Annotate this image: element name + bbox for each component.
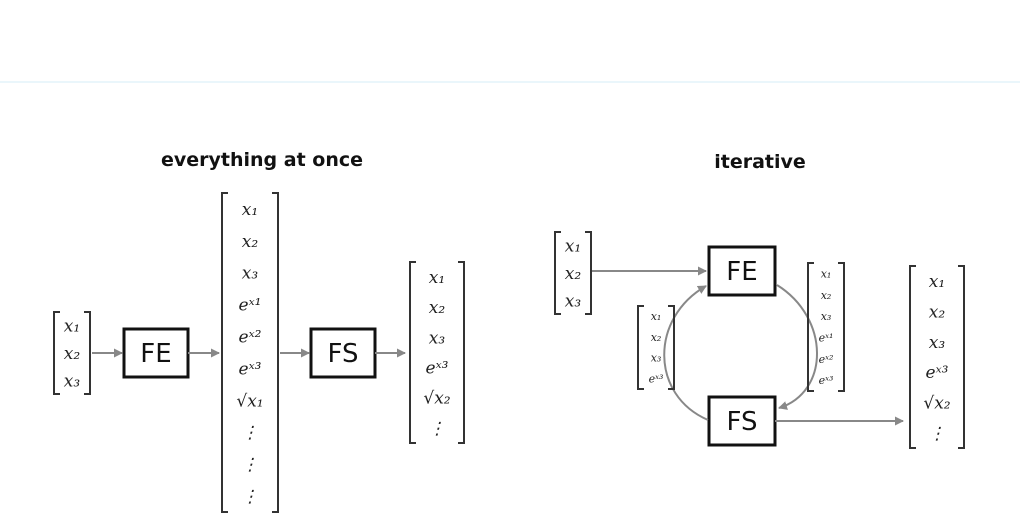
vector-bracket-right	[458, 261, 465, 444]
right-fs-box: FS	[707, 395, 777, 447]
vector-bracket-right	[585, 231, 592, 315]
vector-entry: x₂	[565, 264, 582, 284]
left-fs-label: FS	[327, 339, 358, 369]
vector-entry: eˣ¹	[819, 332, 834, 345]
vector-entry: eˣ³	[926, 363, 949, 383]
vector-bracket-right	[668, 305, 675, 390]
vector-entry: eˣ²	[239, 328, 262, 348]
vector-entry: x₃	[429, 328, 446, 348]
vector-bracket-left	[637, 305, 644, 390]
vector-entry: eˣ³	[819, 374, 834, 387]
right-panel-title: iterative	[714, 151, 806, 173]
vector-bracket-left	[221, 192, 228, 513]
vector-entry: x₂	[929, 302, 946, 322]
vector-bracket-left	[554, 231, 561, 315]
vector-bracket-left	[53, 311, 60, 395]
left-fs-rect	[309, 327, 377, 379]
vector-entry: x₂	[242, 232, 259, 252]
right-input-vector: x₁ x₂ x₃	[554, 231, 592, 315]
vector-entry: x₂	[429, 298, 446, 318]
vector-entry: x₁	[242, 200, 258, 220]
left-panel-title: everything at once	[161, 149, 363, 171]
left-fs-box: FS	[309, 327, 377, 379]
vector-bracket-right	[272, 192, 279, 513]
loop-arrow-fs-to-fe	[663, 285, 709, 421]
vector-entry: x₁	[821, 268, 832, 281]
right-loop-vector-left: x₁ x₂ x₃ eˣ³	[637, 305, 675, 390]
left-fe-box: FE	[122, 327, 190, 379]
vector-entry: x₃	[929, 333, 946, 353]
vector-entry: x₁	[64, 317, 80, 337]
vector-entry: x₃	[651, 352, 662, 365]
vector-entry: x₃	[821, 310, 832, 323]
vector-entry: √x₁	[236, 391, 263, 411]
vector-entry: x₁	[929, 272, 945, 292]
vector-entry: x₃	[565, 291, 582, 311]
vector-bracket-left	[409, 261, 416, 444]
vector-entry: eˣ²	[819, 353, 834, 366]
vector-entry: eˣ³	[426, 359, 449, 379]
right-fe-label: FE	[726, 257, 757, 287]
vector-entry: x₂	[821, 289, 832, 302]
right-fe-box: FE	[707, 245, 777, 297]
vector-entry: √x₂	[423, 389, 450, 409]
right-fs-rect	[707, 395, 777, 447]
left-engineered-vector: x₁ x₂ x₃ eˣ¹ eˣ² eˣ³ √x₁ ⋮ ⋮ ⋮	[221, 192, 279, 513]
right-output-vector: x₁ x₂ x₃ eˣ³ √x₂ ⋮	[909, 265, 965, 449]
right-fs-label: FS	[726, 407, 757, 437]
right-loop-vector-right: x₁ x₂ x₃ eˣ¹ eˣ² eˣ³	[807, 262, 845, 392]
vector-entry: x₃	[242, 264, 259, 284]
left-output-vector: x₁ x₂ x₃ eˣ³ √x₂ ⋮	[409, 261, 465, 444]
vector-entry: ⋮	[429, 419, 446, 439]
vector-entry: x₁	[565, 237, 581, 257]
vector-entry: x₂	[64, 344, 81, 364]
panel-everything-at-once: everything at once x₁ x₂ x₃ FE x₁ x₂ x₃ eˣ¹ eˣ…	[53, 149, 465, 513]
vector-entry: x₁	[651, 310, 662, 323]
vector-bracket-left	[807, 262, 814, 392]
vector-entry: x₃	[64, 371, 81, 391]
right-fe-rect	[707, 245, 777, 297]
vector-bracket-right	[958, 265, 965, 449]
vector-entry: x₁	[429, 268, 445, 288]
vector-entry: eˣ¹	[239, 296, 262, 316]
vector-entry: eˣ³	[239, 359, 262, 379]
vector-entry: √x₂	[923, 393, 950, 413]
vector-entry: eˣ³	[649, 372, 664, 385]
loop-arrow-fe-to-fs	[776, 284, 818, 410]
vector-entry: x₂	[651, 331, 662, 344]
vector-bracket-right	[838, 262, 845, 392]
left-fe-label: FE	[140, 339, 171, 369]
vector-bracket-left	[909, 265, 916, 449]
vector-entry: ⋮	[929, 424, 946, 444]
vector-bracket-right	[84, 311, 91, 395]
vector-entry: ⋮	[242, 455, 259, 475]
left-input-vector: x₁ x₂ x₃	[53, 311, 91, 395]
panel-iterative: iterative x₁ x₂ x₃ FE FS x₁ x₂ x₃ eˣ³ x₁ x₂ x₃ e…	[554, 151, 965, 449]
vector-entry: ⋮	[242, 423, 259, 443]
vector-entry: ⋮	[242, 487, 259, 507]
